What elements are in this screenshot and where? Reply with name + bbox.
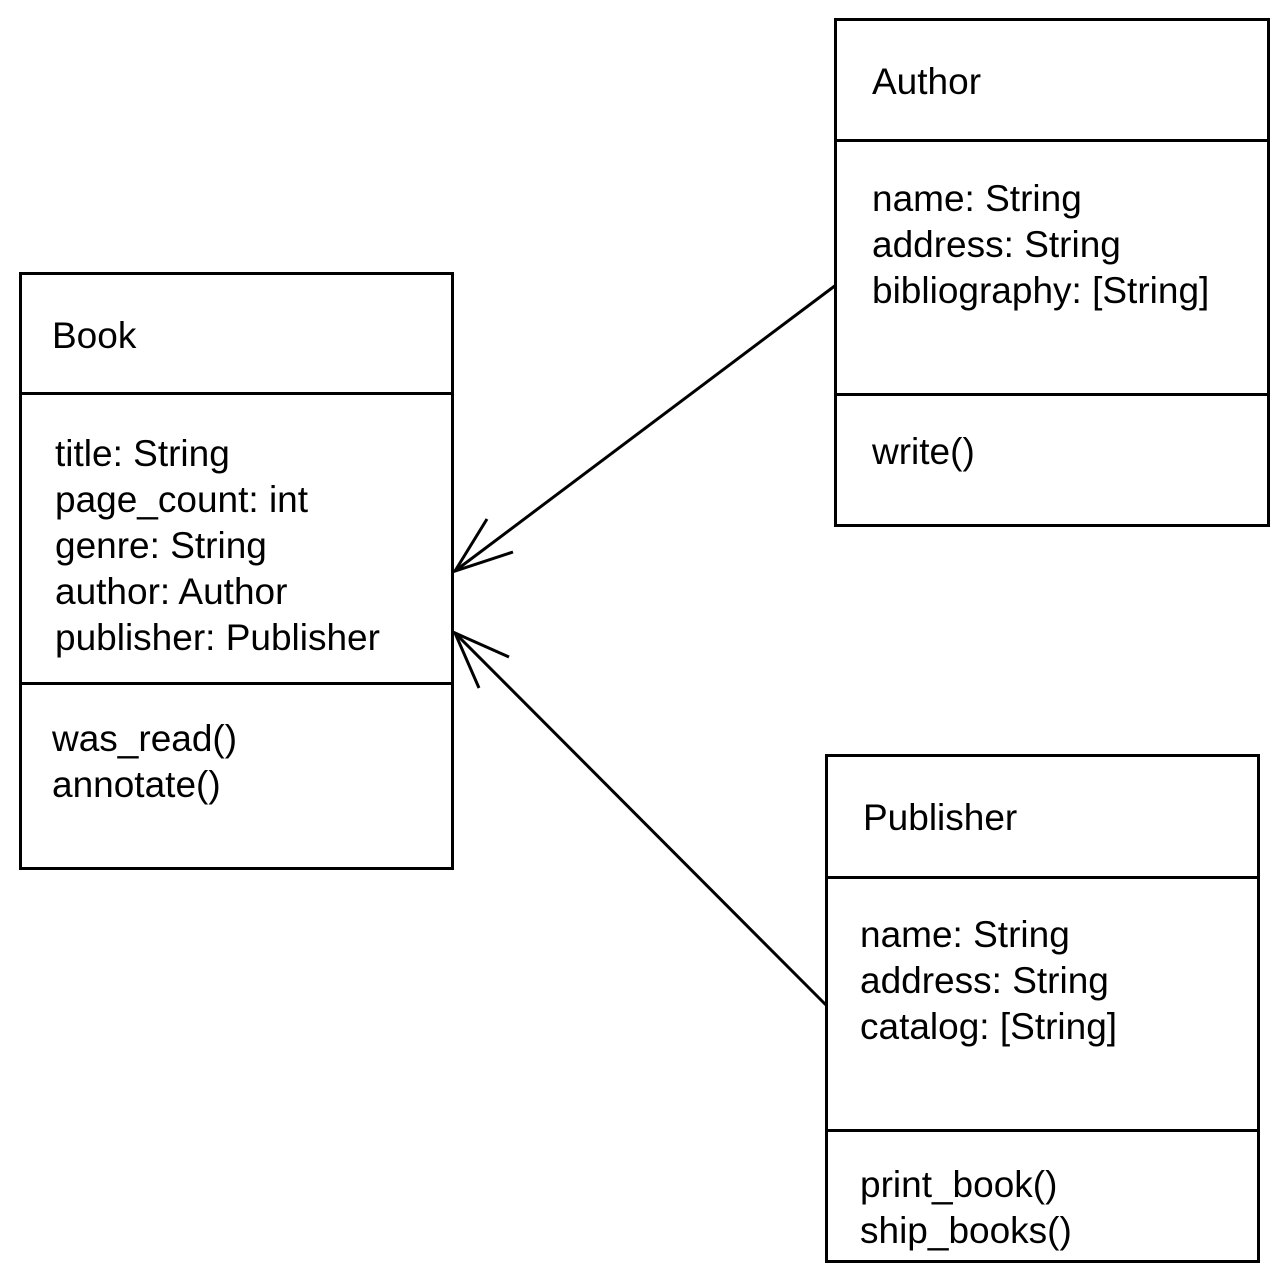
book-attributes-divider [22,392,451,395]
publisher-attributes-divider [828,876,1257,879]
publisher-method-print-book: print_book() [860,1164,1058,1205]
book-class-box[interactable]: Book title: String page_count: int genre… [19,272,454,870]
author-class-box[interactable]: Author name: String address: String bibl… [834,18,1270,527]
author-methods-divider [837,393,1267,396]
book-methods-list: was_read() annotate() [52,716,237,808]
publisher-to-book-association-line[interactable] [453,631,828,1007]
author-attribute-name: name: String [872,178,1082,219]
publisher-method-ship-books: ship_books() [860,1210,1072,1251]
author-method-write: write() [872,431,975,472]
book-class-name: Book [52,315,137,356]
author-methods-list: write() [872,429,975,475]
publisher-attributes-list: name: String address: String catalog: [S… [860,912,1117,1050]
publisher-attribute-name: name: String [860,914,1070,955]
book-attribute-page-count: page_count: int [55,479,309,520]
book-attribute-author: author: Author [55,571,288,612]
publisher-class-name: Publisher [863,797,1018,838]
publisher-methods-divider [828,1129,1257,1132]
book-attribute-title: title: String [55,433,230,474]
author-attributes-divider [837,139,1267,142]
publisher-class-box[interactable]: Publisher name: String address: String c… [825,754,1260,1263]
publisher-attribute-address: address: String [860,960,1109,1001]
book-attribute-publisher: publisher: Publisher [55,617,380,658]
author-class-name: Author [872,61,982,102]
publisher-attribute-catalog: catalog: [String] [860,1006,1118,1047]
book-attributes-list: title: String page_count: int genre: Str… [55,431,380,661]
author-attribute-bibliography: bibliography: [String] [872,270,1210,311]
author-to-book-association-line[interactable] [454,283,837,573]
publisher-methods-list: print_book() ship_books() [860,1162,1072,1254]
publisher-to-book-arrowhead [452,630,510,689]
book-attribute-genre: genre: String [55,525,267,566]
book-methods-divider [22,682,451,685]
author-to-book-arrowhead [451,518,514,574]
author-attribute-address: address: String [872,224,1121,265]
book-method-annotate: annotate() [52,764,221,805]
author-attributes-list: name: String address: String bibliograph… [872,176,1209,314]
book-method-was-read: was_read() [52,718,238,759]
